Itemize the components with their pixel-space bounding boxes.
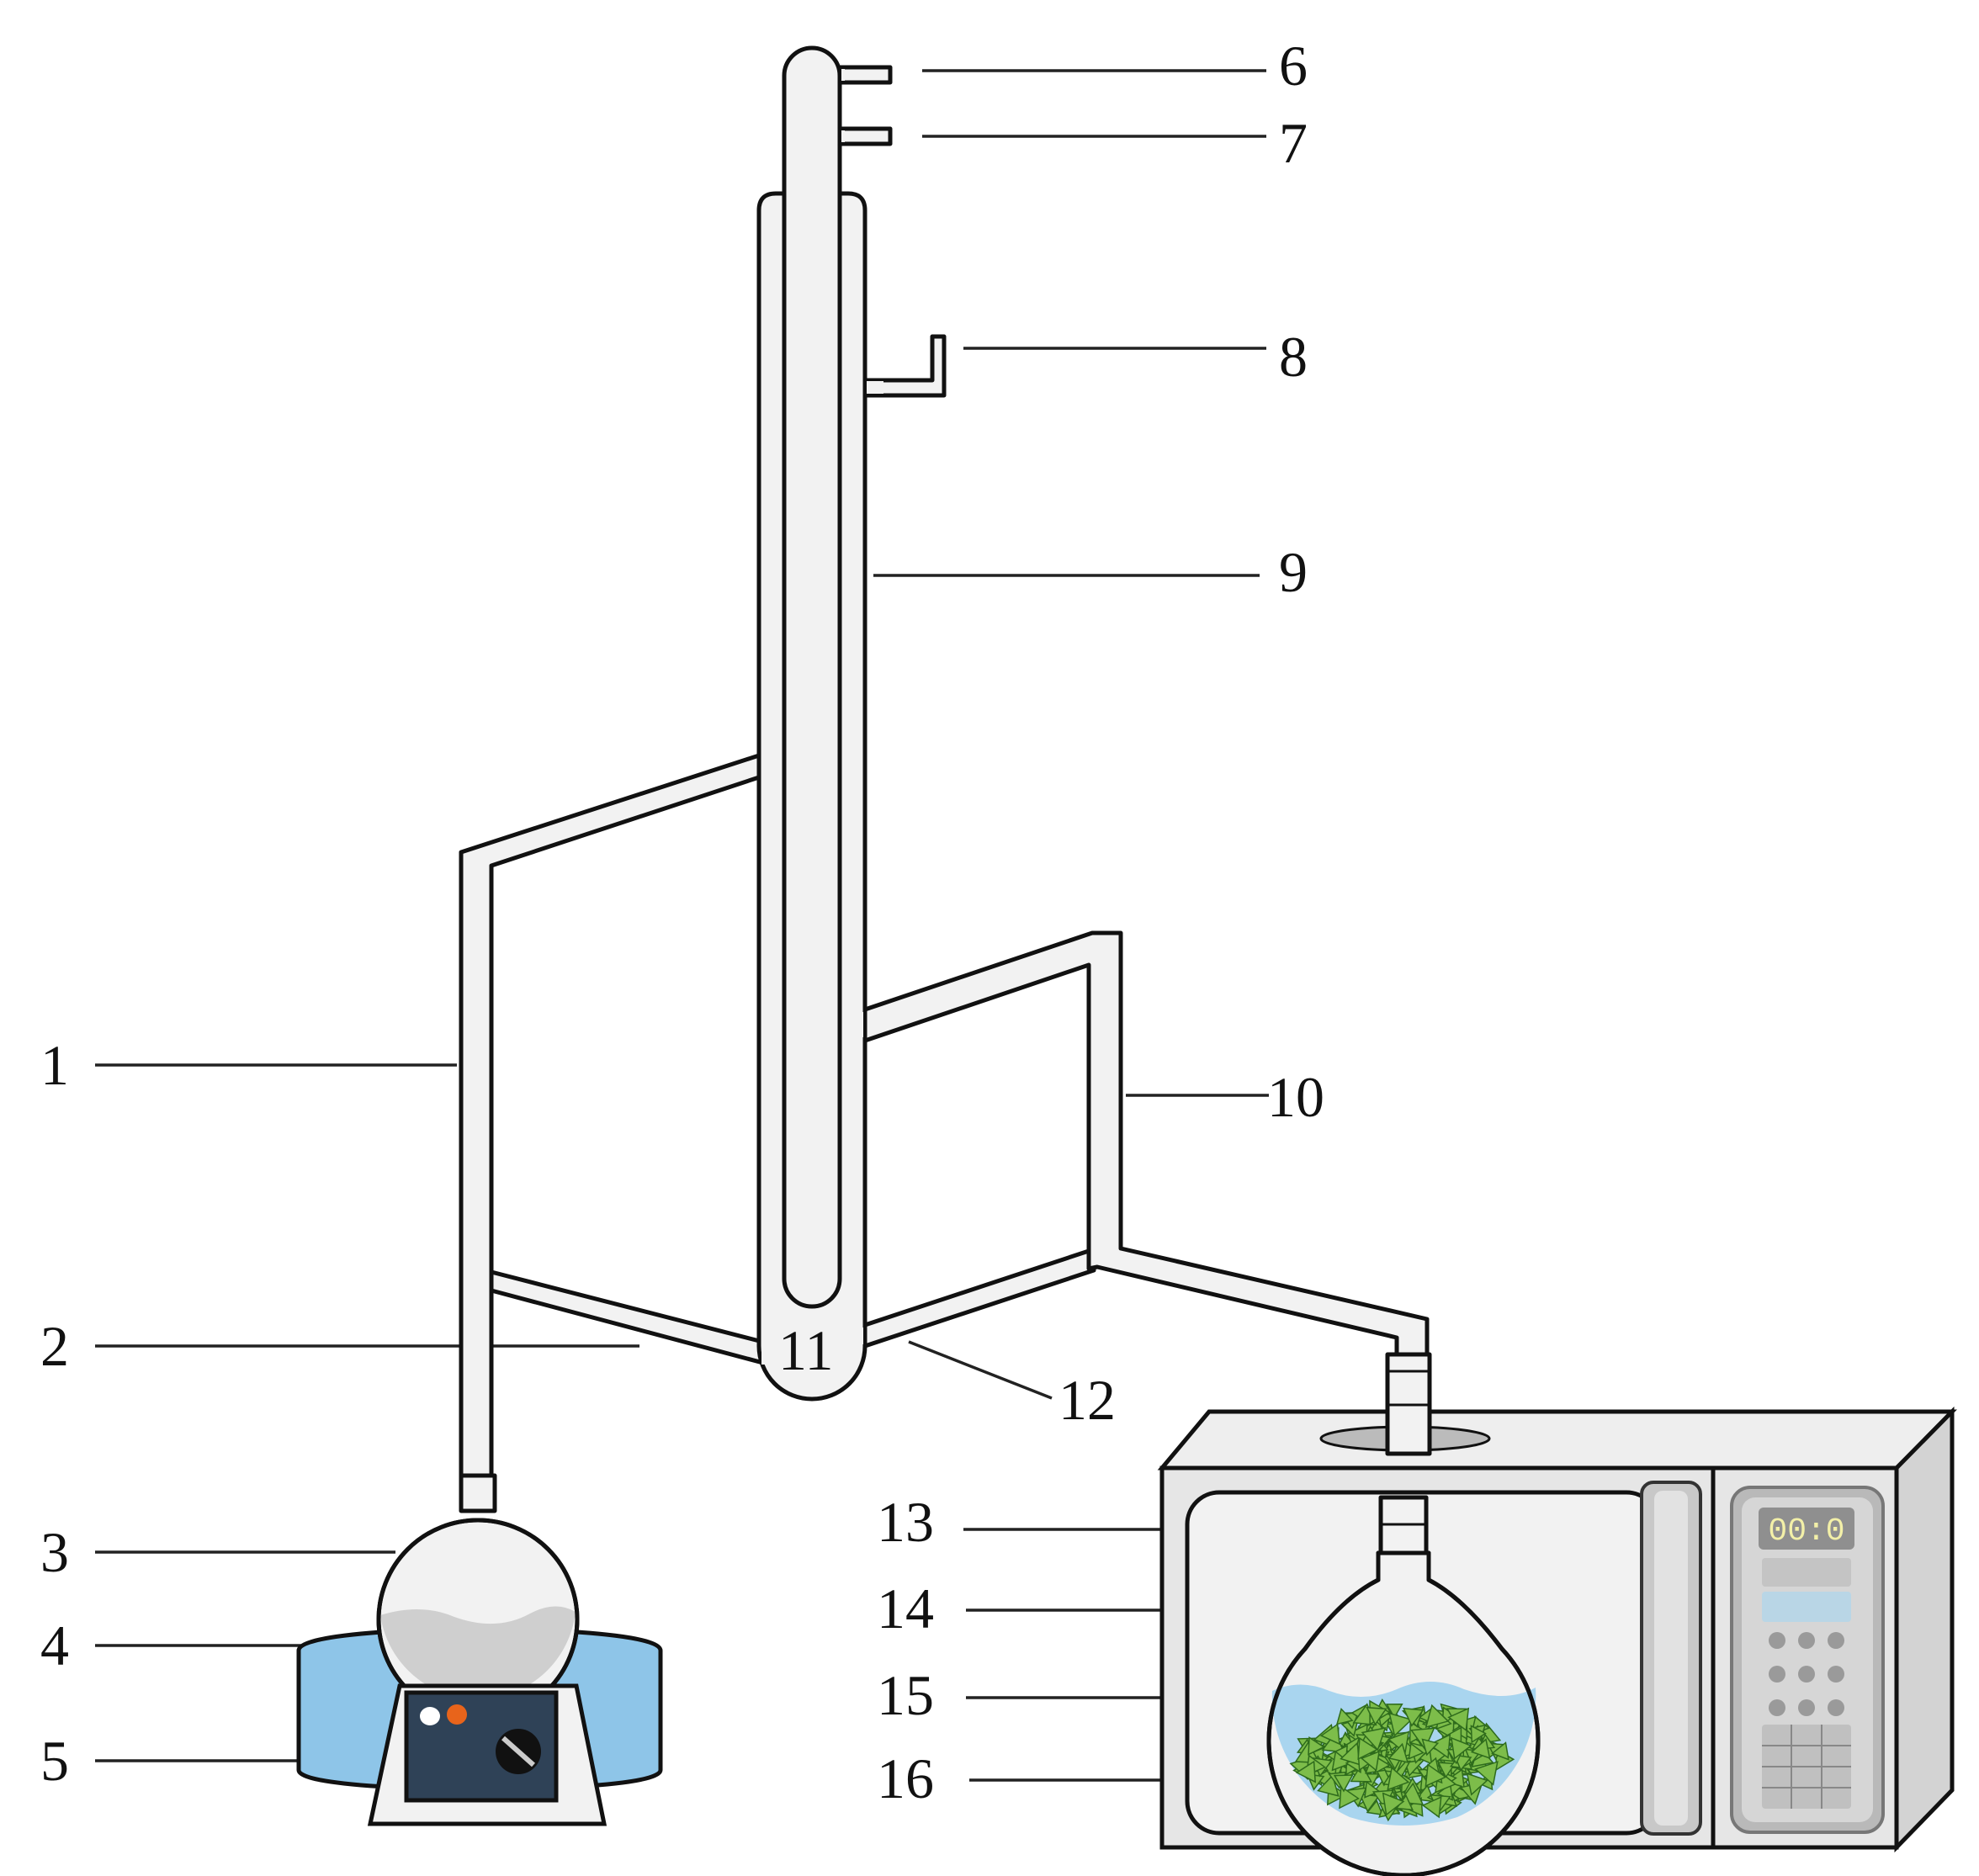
plant-particle [1295, 1760, 1317, 1783]
plant-material [1289, 1698, 1515, 1822]
label-12: 12 [1058, 1368, 1116, 1432]
plant-particle [1387, 1742, 1409, 1763]
condenser-inner-tube [782, 45, 842, 1309]
plant-particle [1357, 1736, 1379, 1761]
label-15: 15 [877, 1663, 934, 1727]
plant-particle [1470, 1738, 1491, 1760]
plant-particle [1421, 1795, 1442, 1819]
plant-particle [1428, 1733, 1451, 1759]
coolant-port-side [862, 334, 947, 398]
plant-particle [1361, 1726, 1387, 1751]
hotplate [367, 1683, 607, 1826]
plant-particle [1450, 1736, 1472, 1760]
plant-particle [1403, 1707, 1425, 1727]
plant-particle [1466, 1773, 1488, 1796]
plant-particle [1474, 1761, 1499, 1786]
label-2: 2 [40, 1314, 69, 1378]
boiling-liquid [380, 1606, 576, 1699]
label-1: 1 [40, 1033, 69, 1097]
plant-particle [1364, 1780, 1381, 1799]
coolant-port-top [837, 65, 893, 85]
plant-particle [1308, 1736, 1325, 1756]
plant-particle [1339, 1785, 1360, 1810]
label-13: 13 [877, 1490, 934, 1554]
label-8: 8 [1279, 325, 1308, 389]
label-7: 7 [1279, 111, 1308, 175]
plant-particle [1447, 1707, 1470, 1732]
label-9: 9 [1279, 540, 1308, 604]
plant-particle [1319, 1723, 1340, 1746]
label-14: 14 [877, 1577, 934, 1640]
plant-particle [1470, 1725, 1487, 1744]
plant-particle [1382, 1792, 1405, 1816]
plant-particle [1387, 1766, 1410, 1791]
label-4: 4 [40, 1614, 69, 1677]
return-tube-left [489, 1269, 775, 1368]
plant-particle [1491, 1741, 1509, 1761]
indicator-light-orange [447, 1704, 467, 1725]
vapor-tube-right [862, 930, 1430, 1359]
microwave-connector [1385, 1352, 1432, 1456]
plant-particle [1333, 1774, 1354, 1793]
timer-display [1759, 1508, 1854, 1550]
plant-particle [1366, 1799, 1384, 1816]
plant-particle [1366, 1706, 1387, 1726]
label-6: 6 [1279, 34, 1308, 98]
leader-lines [95, 69, 1329, 1782]
indicator-light-white [420, 1707, 440, 1725]
microwave-top [1157, 1409, 1957, 1471]
plant-particle [1360, 1750, 1381, 1772]
plant-particle [1408, 1742, 1425, 1760]
extraction-flask [1266, 1495, 1541, 1876]
microwave-side [1894, 1406, 1955, 1853]
label-5: 5 [40, 1729, 69, 1793]
plant-particle [1410, 1727, 1435, 1751]
condenser-assembly [459, 45, 1430, 1483]
number-labels: 1 2 3 4 5 6 7 8 9 10 11 12 13 14 15 16 [40, 34, 1324, 1810]
plant-particle [1385, 1703, 1403, 1720]
boiling-flask [376, 1473, 580, 1721]
plant-particle [1335, 1708, 1354, 1725]
label-16: 16 [877, 1746, 934, 1810]
label-11: 11 [778, 1318, 833, 1382]
vapor-tube-left [459, 753, 761, 1483]
timer-display-text: 00:0 [1768, 1513, 1844, 1550]
label-10: 10 [1267, 1065, 1324, 1129]
leader-12 [908, 1340, 1053, 1400]
label-3: 3 [40, 1520, 69, 1584]
plant-particle [1425, 1704, 1450, 1729]
plant-particle [1425, 1763, 1447, 1788]
coolant-port-second [837, 126, 893, 146]
heating-assembly [296, 1473, 663, 1826]
plant-particle [1388, 1712, 1413, 1737]
plant-particle [1421, 1738, 1440, 1757]
return-tube-right [862, 1247, 1096, 1349]
